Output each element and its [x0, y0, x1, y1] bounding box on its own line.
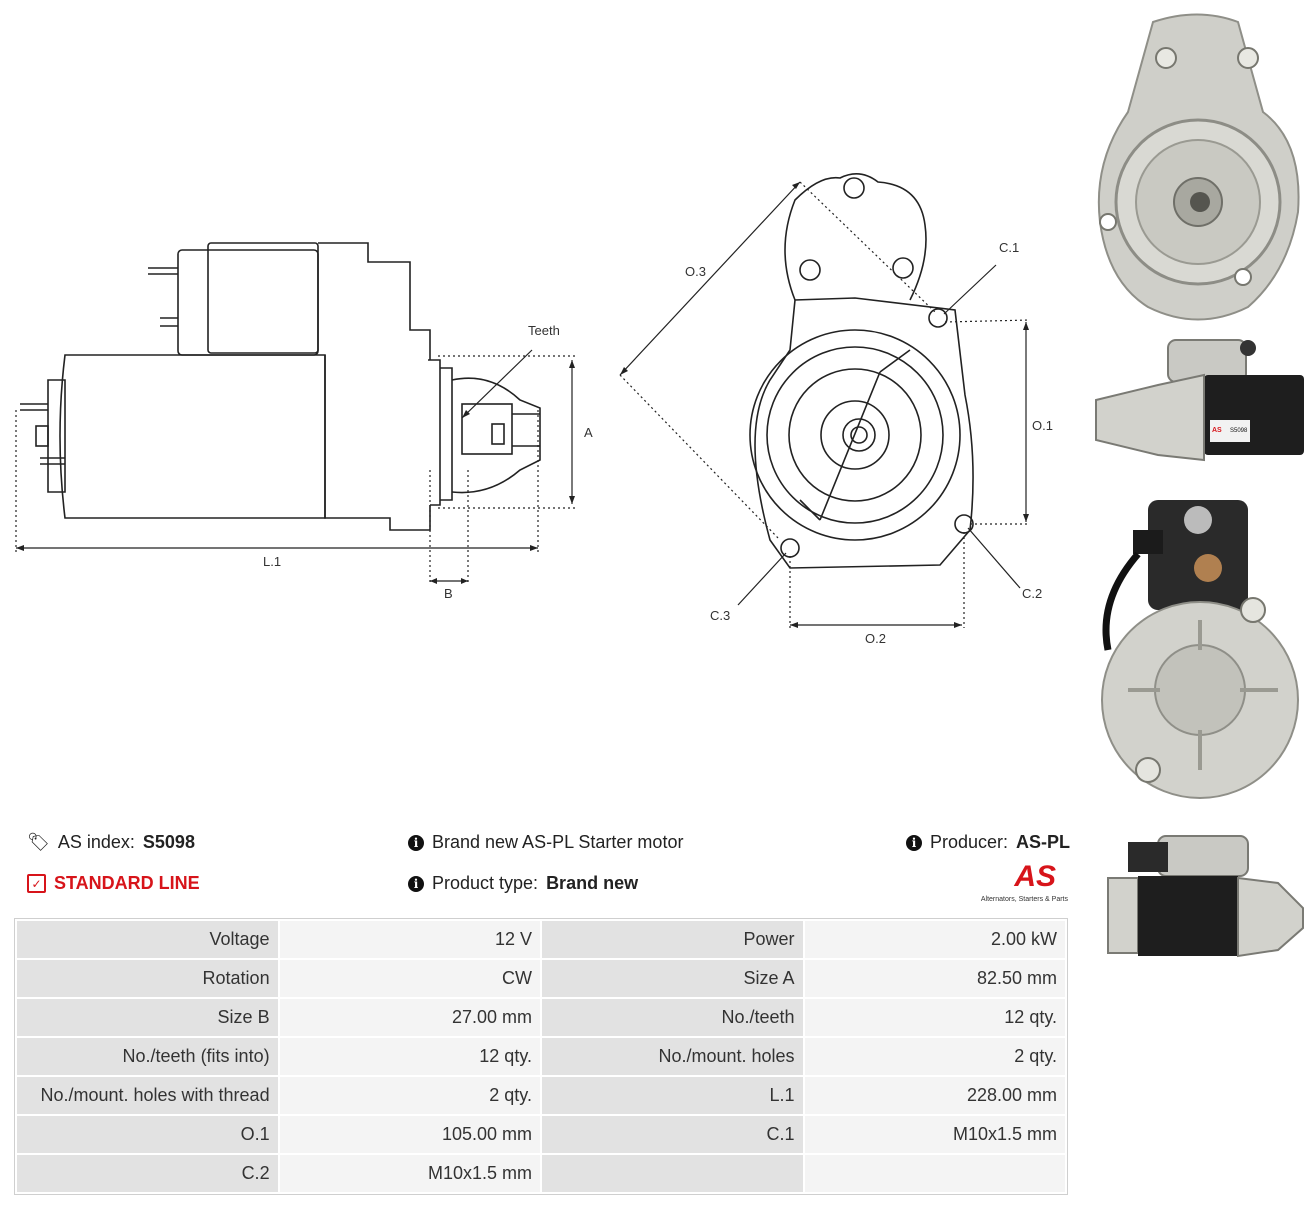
label-c2: C.2 [1022, 586, 1042, 601]
checkbox-checked-icon: ✓ [27, 874, 46, 893]
tags-icon: 🏷 [27, 832, 50, 852]
brand-logo-tagline: Alternators, Starters & Parts [980, 896, 1068, 903]
producer-row: i Producer: AS-PL [906, 832, 1070, 853]
product-type-value: Brand new [546, 873, 639, 893]
spec-value: CW [277, 958, 542, 999]
brand-logo-mark: AS [1014, 860, 1056, 893]
producer-label: Producer: [930, 832, 1009, 852]
spec-value: 12 qty. [802, 997, 1068, 1038]
spec-value: 12 V [277, 919, 542, 960]
line-row: ✓ STANDARD LINE [27, 873, 200, 894]
info-icon: i [408, 875, 424, 892]
photo-part-label: S5098 [1230, 428, 1248, 434]
brand-logo: AS Alternators, Starters & Parts [966, 862, 1068, 908]
as-index-label: AS index: [57, 832, 135, 852]
spec-label: L.1 [539, 1075, 805, 1116]
description-text: Brand new AS-PL Starter motor [432, 832, 684, 852]
product-photo-side: AS S5098 [1095, 339, 1304, 462]
product-type-label: Product type: [432, 873, 539, 893]
label-o2: O.2 [865, 631, 886, 646]
label-b: B [444, 586, 453, 601]
spec-value: M10x1.5 mm [802, 1114, 1068, 1155]
spec-row: No./teeth (fits into)12 qty.No./mount. h… [15, 1036, 1068, 1077]
spec-label: No./teeth (fits into) [15, 1036, 280, 1077]
product-type-row: i Product type: Brand new [408, 873, 638, 894]
product-photo-top [1107, 835, 1304, 958]
info-icon: i [408, 834, 424, 851]
as-index-value: S5098 [142, 832, 195, 852]
spec-value: 12 qty. [277, 1036, 542, 1077]
spec-label: Power [539, 919, 805, 960]
product-photo-front [1097, 13, 1300, 321]
spec-label: Voltage [15, 919, 280, 960]
description-row: i Brand new AS-PL Starter motor [408, 832, 683, 853]
side-view-drawing [20, 242, 541, 531]
svg-text:AS: AS [1212, 427, 1222, 434]
front-view-drawing [749, 173, 974, 569]
spec-label: Rotation [15, 958, 280, 999]
spec-value: 2 qty. [802, 1036, 1068, 1077]
technical-drawing: Teeth A L.1 B O.3 C.1 O.1 C.2 C.3 O.2 [15, 173, 1053, 646]
spec-label: C.1 [539, 1114, 805, 1155]
spec-label: Size B [15, 997, 280, 1038]
line-label: STANDARD LINE [54, 873, 200, 893]
spec-value: 228.00 mm [802, 1075, 1068, 1116]
spec-label: O.1 [15, 1114, 280, 1155]
label-o3: O.3 [685, 264, 706, 279]
label-o1: O.1 [1032, 418, 1053, 433]
label-teeth: Teeth [528, 323, 560, 338]
spec-label: No./mount. holes [539, 1036, 805, 1077]
spec-label: No./teeth [539, 997, 805, 1038]
spec-value: M10x1.5 mm [277, 1153, 542, 1194]
spec-value: 82.50 mm [802, 958, 1068, 999]
spec-label: C.2 [15, 1153, 280, 1194]
spec-value: 2.00 kW [802, 919, 1068, 960]
spec-value: 27.00 mm [277, 997, 542, 1038]
label-c3: C.3 [710, 608, 730, 623]
spec-label: Size A [539, 958, 805, 999]
info-icon: i [906, 834, 922, 851]
label-c1: C.1 [999, 240, 1019, 255]
label-a: A [584, 425, 593, 440]
spec-label: No./mount. holes with thread [15, 1075, 280, 1116]
spec-label [539, 1153, 805, 1194]
label-l1: L.1 [263, 554, 281, 569]
spec-value: 105.00 mm [277, 1114, 542, 1155]
as-index-row: 🏷 AS index: S5098 [27, 832, 195, 853]
spec-value [802, 1153, 1068, 1194]
spec-value: 2 qty. [277, 1075, 542, 1116]
producer-value: AS-PL [1016, 832, 1071, 852]
product-photo-rear [1101, 500, 1299, 799]
